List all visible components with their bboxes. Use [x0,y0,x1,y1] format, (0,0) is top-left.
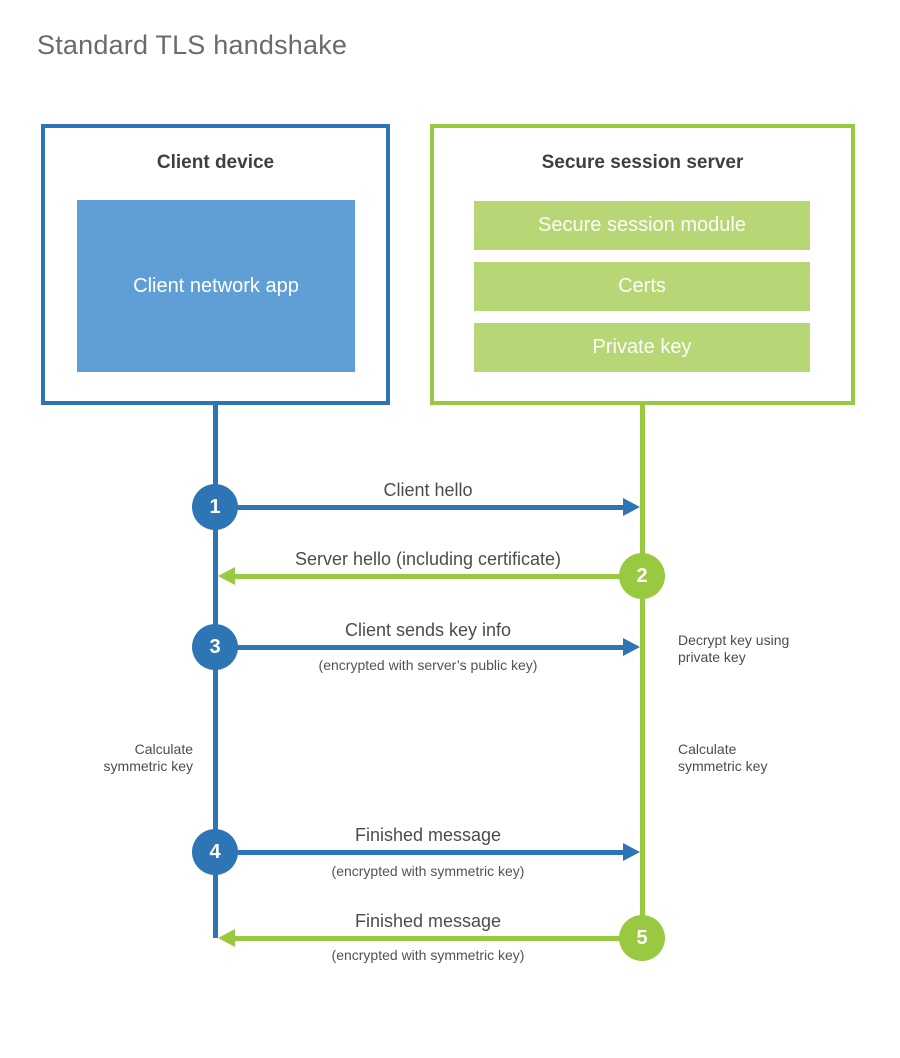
server-lifeline [640,405,645,939]
client-device-box: Client device Client network app [41,124,390,405]
server-modules: Secure session module Certs Private key [474,201,810,384]
arrowhead-left-icon [218,929,235,947]
arrowhead-right-icon [623,638,640,656]
message-label-finished-client: Finished message [354,825,502,845]
arrow-line-server-hello [235,574,642,579]
note-decrypt-key-line2: private key [678,649,746,665]
message-label-key-info: Client sends key info [344,620,512,640]
arrow-line-finished-server [235,936,642,941]
message-sublabel-key-info: (encrypted with server’s public key) [318,657,538,673]
note-decrypt-key-line1: Decrypt key using [678,632,790,648]
step-circle-1: 1 [192,484,238,530]
arrowhead-right-icon [623,843,640,861]
note-calc-client-line2: symmetric key [103,758,193,774]
arrow-line-key-info [215,645,623,650]
client-lifeline [213,405,218,938]
step-number-4: 4 [209,840,221,863]
step-number-5: 5 [636,926,648,949]
step-number-1: 1 [209,495,221,518]
secure-session-server-box: Secure session server Secure session mod… [430,124,855,405]
client-device-heading: Client device [156,152,275,173]
arrow-line-finished-client [215,850,623,855]
message-label-server-hello: Server hello (including certificate) [294,549,562,569]
step-number-3: 3 [209,635,221,658]
page-title: Standard TLS handshake [37,30,348,60]
server-module-private-key: Private key [474,323,810,372]
step-circle-4: 4 [192,829,238,875]
arrowhead-left-icon [218,567,235,585]
note-calc-server-line2: symmetric key [678,758,768,774]
step-circle-5: 5 [619,915,665,961]
message-label-finished-server: Finished message [354,911,502,931]
message-sublabel-finished-server: (encrypted with symmetric key) [331,947,525,963]
step-circle-2: 2 [619,553,665,599]
server-module-secure-session: Secure session module [474,201,810,250]
note-calculate-symmetric-client: Calculate symmetric key [60,741,193,775]
note-calculate-symmetric-server: Calculate symmetric key [678,741,767,775]
note-decrypt-key: Decrypt key using private key [678,632,789,666]
client-network-app-box: Client network app [77,200,355,372]
client-network-app-label: Client network app [133,274,299,297]
message-label-client-hello: Client hello [383,480,473,500]
server-module-certs: Certs [474,262,810,311]
secure-session-server-heading: Secure session server [541,152,744,173]
arrow-line-client-hello [215,505,623,510]
note-calc-client-line1: Calculate [134,741,193,757]
arrowhead-right-icon [623,498,640,516]
message-sublabel-finished-client: (encrypted with symmetric key) [331,863,525,879]
step-number-2: 2 [636,564,648,587]
note-calc-server-line1: Calculate [678,741,737,757]
step-circle-3: 3 [192,624,238,670]
